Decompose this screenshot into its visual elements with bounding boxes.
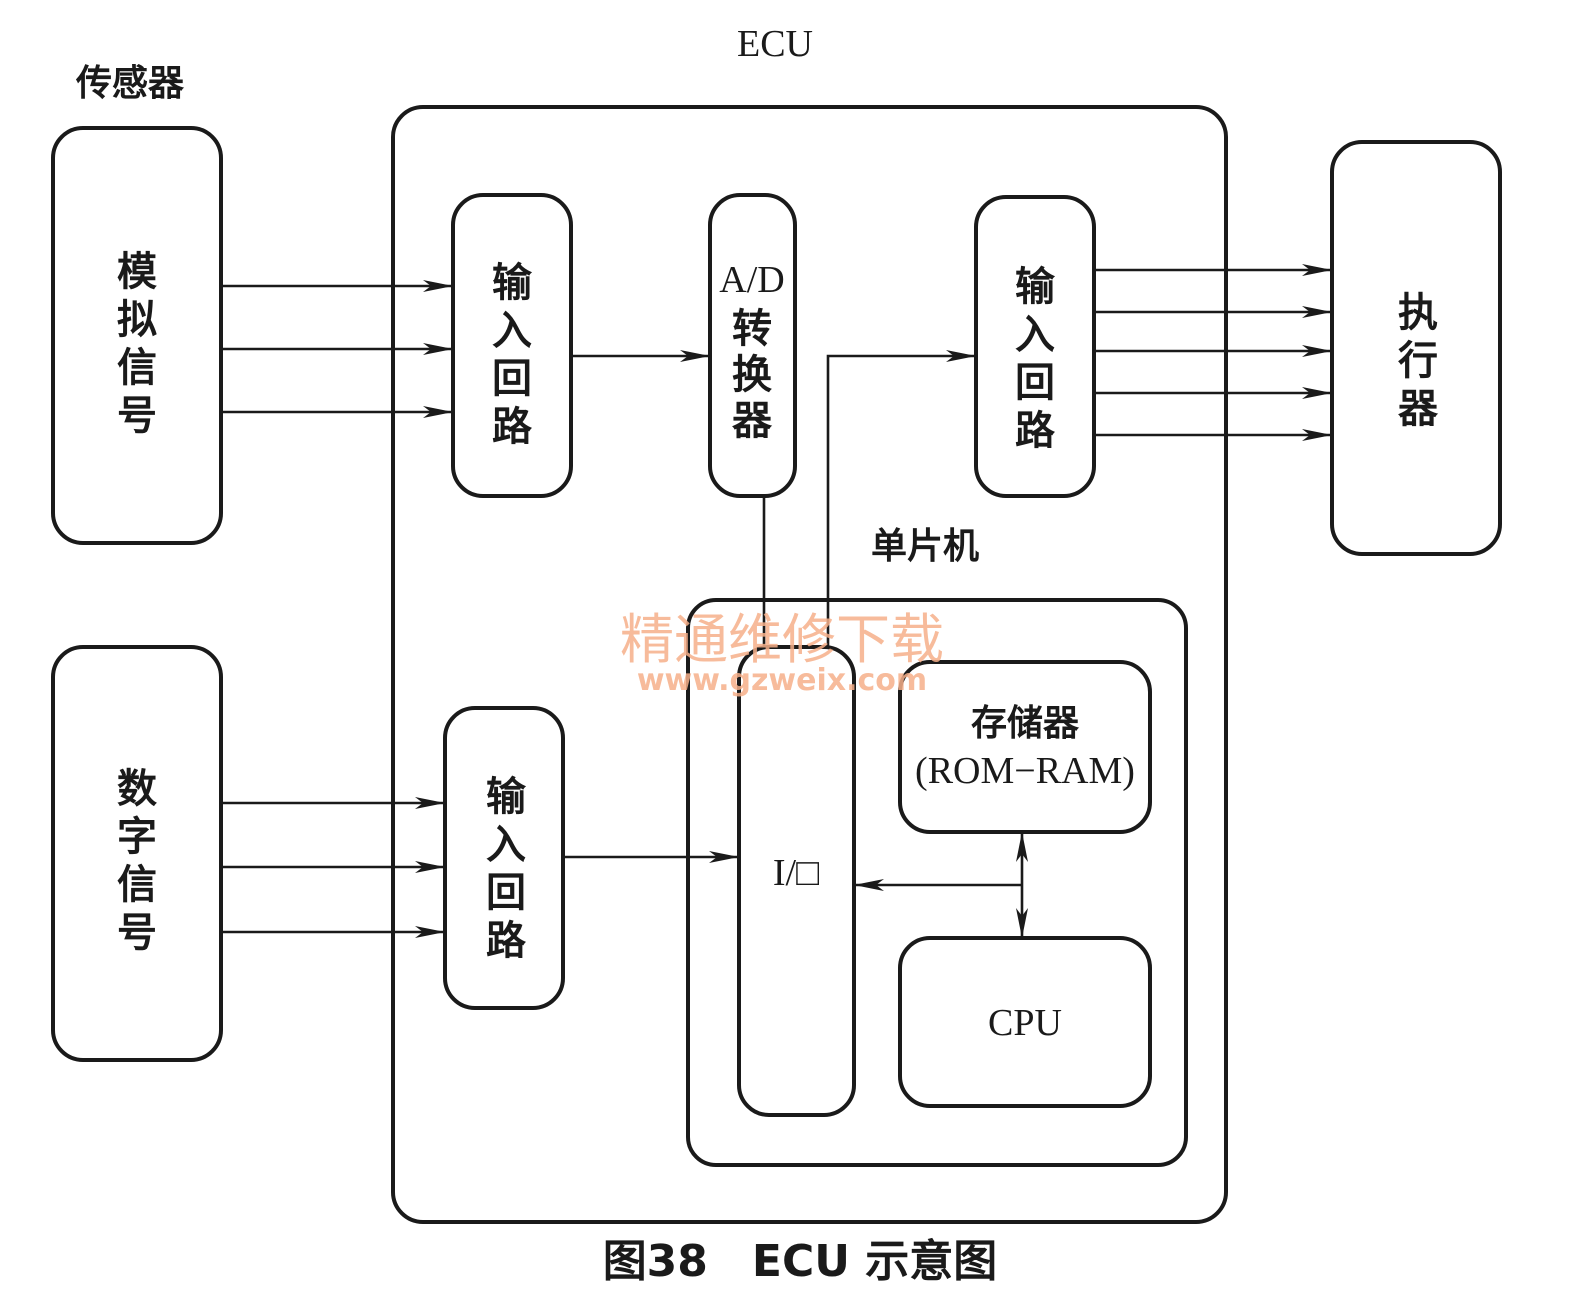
memory-label: 存储器: [971, 703, 1080, 744]
output-circuit-box: [974, 195, 1096, 498]
ad-converter-label: 转换器: [732, 306, 773, 444]
analog-signal-box: [51, 126, 223, 545]
ad-converter-prefix: A/D: [719, 259, 784, 301]
input-circuit-bottom-label: 输入回路: [486, 774, 527, 964]
analog-signal-label: 模拟信号: [117, 249, 157, 439]
input-circuit-top-label: 输入回路: [492, 260, 533, 450]
memory-detail: (ROM−RAM): [915, 750, 1135, 792]
cpu-box: [898, 936, 1152, 1108]
ecu-title: ECU: [737, 23, 813, 65]
actuator-label: 执行器: [1398, 290, 1439, 432]
ad-converter-box: [708, 193, 797, 498]
input-circuit-top-box: [451, 193, 573, 498]
cpu-label: CPU: [988, 1002, 1062, 1044]
memory-box: [898, 660, 1152, 834]
mcu-box: [686, 598, 1188, 1167]
watermark-text: 精通维修下载: [620, 608, 944, 671]
io-port-label: I/□: [773, 852, 819, 894]
digital-signal-label: 数字信号: [117, 766, 157, 956]
digital-signal-box: [51, 645, 223, 1062]
sensor-group-label: 传感器: [75, 63, 185, 104]
figure-caption: 图38 ECU 示意图: [603, 1236, 998, 1287]
mcu-label: 单片机: [871, 526, 979, 567]
io-to-output-wire: [826, 350, 976, 647]
actuator-box: [1330, 140, 1502, 556]
output-circuit-label: 输入回路: [1015, 264, 1056, 454]
ecu-box: [391, 105, 1228, 1224]
watermark-url: www.gzweix.com: [637, 663, 927, 698]
